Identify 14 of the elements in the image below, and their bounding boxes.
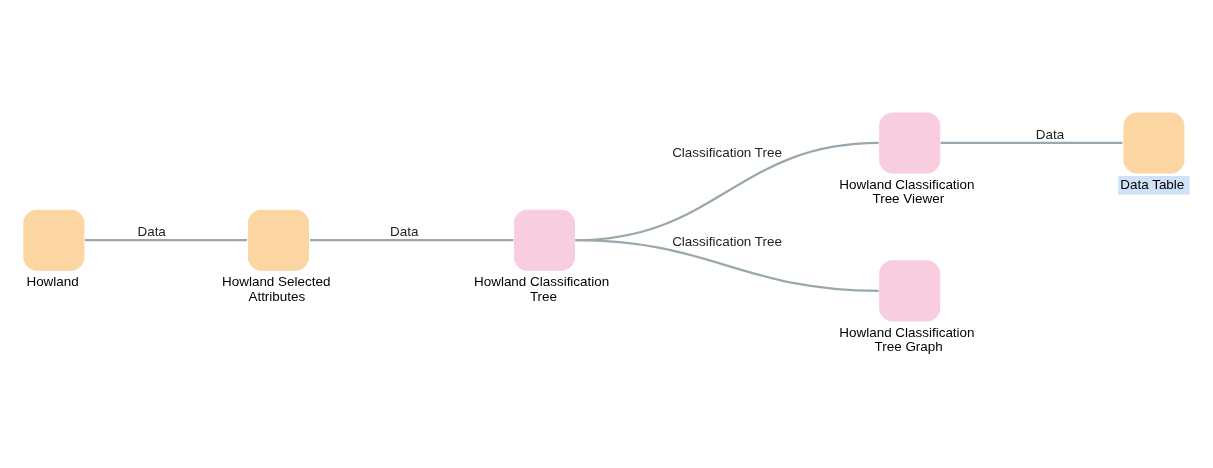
edge-label: Data: [137, 223, 166, 239]
node-label: Howland Classification Tree Graph: [839, 324, 975, 354]
edge-label: Classification Tree: [672, 144, 782, 160]
connector: [940, 141, 1123, 144]
node-label: Howland: [26, 273, 79, 289]
edge-label: Data: [389, 223, 419, 239]
edge-label: Classification Tree: [672, 233, 782, 249]
connector: [84, 238, 247, 241]
node-label: Howland Selected Attributes: [222, 273, 331, 304]
connector: [575, 238, 879, 292]
connector: [310, 238, 514, 241]
edge-label: Data: [1035, 126, 1065, 142]
node-label: Howland Classification Tree: [474, 273, 610, 304]
node-label: Howland Classification Tree Viewer: [839, 176, 975, 206]
